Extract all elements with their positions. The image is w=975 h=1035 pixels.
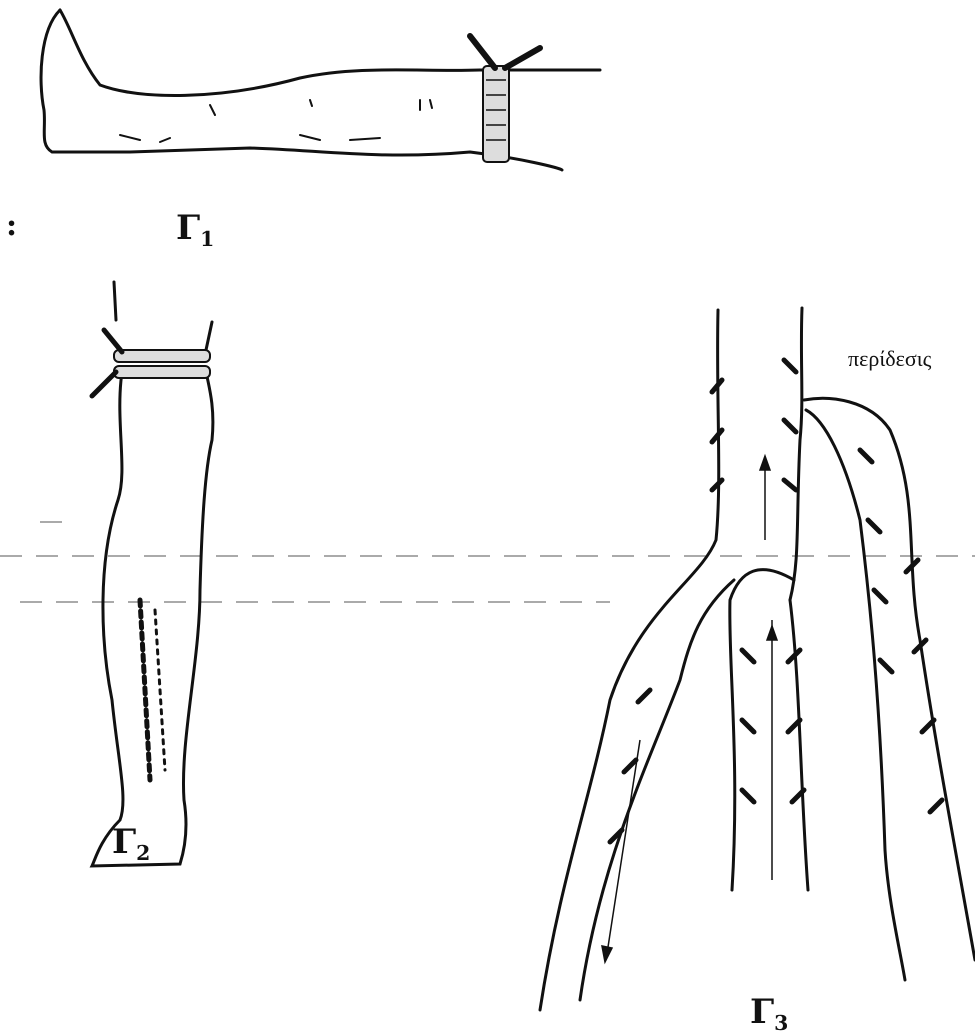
figure-label-g1: Γ1 xyxy=(176,208,214,251)
leg-horizontal xyxy=(41,10,600,170)
margin-colon: : xyxy=(6,208,17,243)
flow-arrows xyxy=(602,456,777,962)
tourniquet-band-2 xyxy=(92,330,210,396)
figure-label-g2: Γ2 xyxy=(112,822,150,865)
tourniquet-annotation: περίδεσις xyxy=(848,346,931,372)
scan-lines xyxy=(0,522,975,602)
vein-diagram xyxy=(540,308,975,1010)
figure-label-g3: Γ3 xyxy=(750,992,788,1035)
tourniquet-band-1 xyxy=(470,36,540,162)
